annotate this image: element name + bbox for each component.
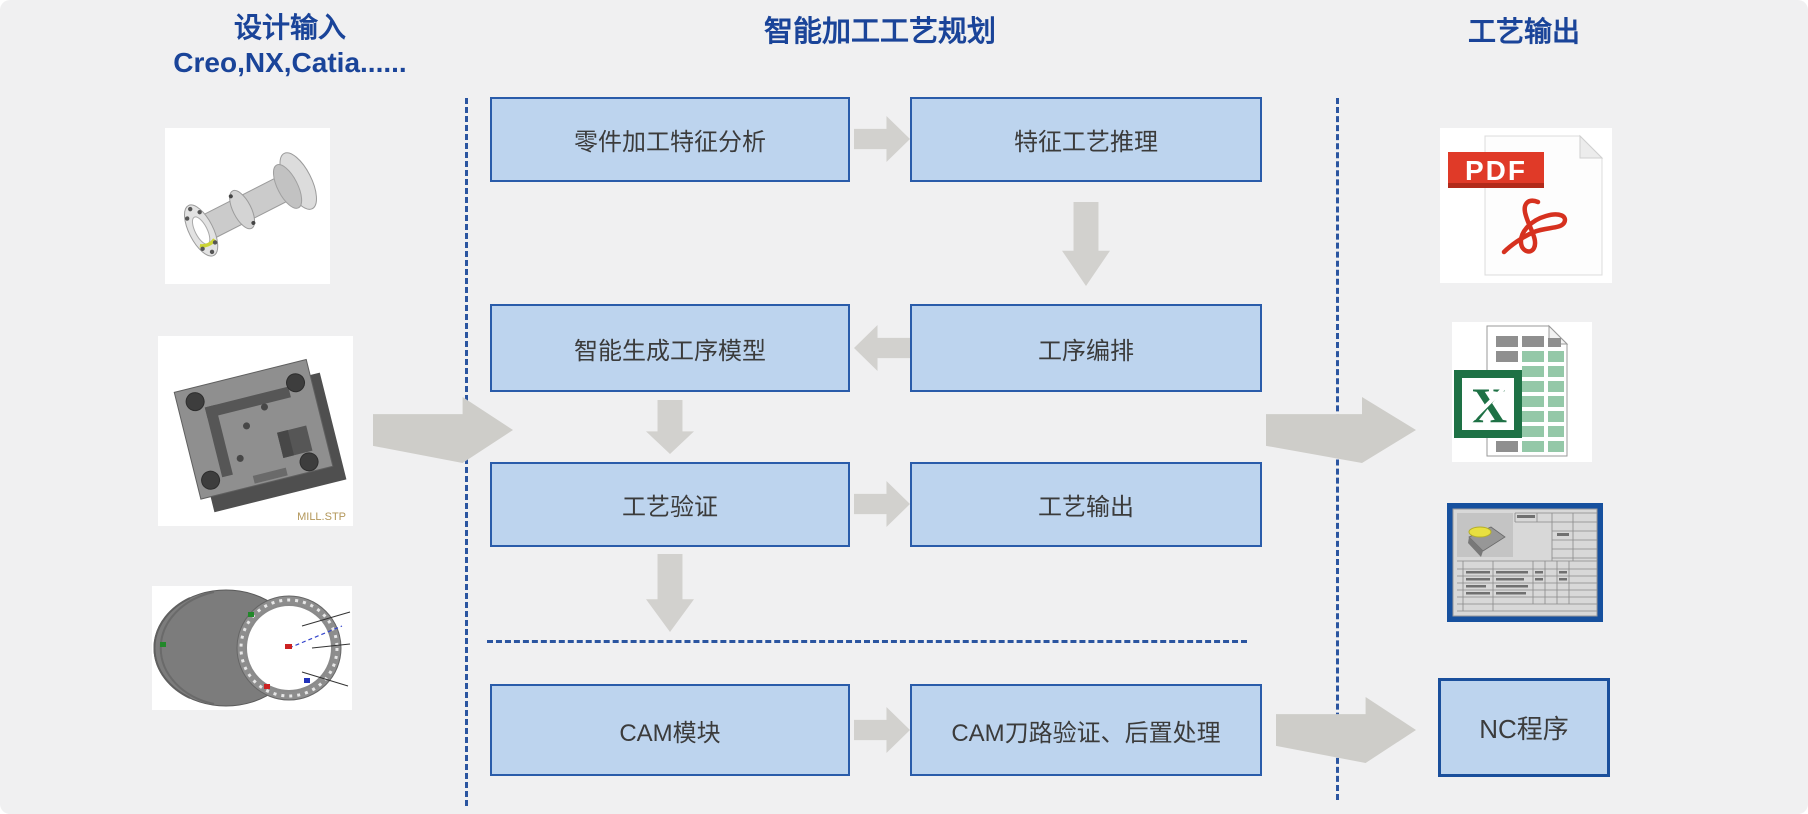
flow-box-label: 智能生成工序模型 [574,337,766,365]
input-to-planning-arrow-icon [373,397,513,463]
casing-3d-model-icon [153,589,351,707]
arrow-down-icon [646,400,694,454]
arrow-right-icon [854,481,910,527]
flow-box-feature-analysis: 零件加工特征分析 [490,97,850,182]
flow-box-label: 工艺输出 [1038,494,1134,521]
excel-icon-graphic: X [1454,324,1569,457]
cam-to-nc-arrow-icon [1276,697,1416,763]
design-tools-subtitle: Creo,NX,Catia...... [173,47,407,78]
stp-filename-caption: MILL.STP [297,511,346,523]
flow-box-label: 工序编排 [1038,337,1134,365]
nc-program-label: NC程序 [1479,714,1569,744]
flow-box-op-sequencing: 工序编排 [910,304,1262,392]
process-card-graphic [1447,503,1603,622]
horizontal-dashed-divider [487,640,1247,643]
planning-to-output-arrow-icon [1266,397,1416,463]
block-3d-model-icon: MILL.STP [173,358,347,523]
arrow-down-icon [1062,202,1110,286]
design-input-title: 设计输入 Creo,NX,Catia...... [110,10,470,80]
flow-box-label: 特征工艺推理 [1014,129,1158,156]
flow-box-label: CAM刀路验证、后置处理 [951,719,1221,747]
flow-box-label: 工艺验证 [622,494,718,521]
process-planning-title: 智能加工工艺规划 [763,16,996,48]
casing-3d-model-image [152,586,352,710]
shaft-3d-model-icon [184,152,317,257]
pdf-label: PDF [1465,155,1527,186]
flow-box-feature-reasoning: 特征工艺推理 [910,97,1262,182]
flow-box-label: CAM模块 [619,719,721,747]
arrow-right-icon [854,707,910,753]
shaft-3d-model-image [165,128,330,284]
flow-box-cam-module: CAM模块 [490,684,850,776]
excel-spreadsheet-icon: X [1452,322,1592,462]
arrow-left-icon [854,325,910,371]
pdf-document-icon: PDF [1440,128,1612,283]
flow-box-cam-toolpath-post: CAM刀路验证、后置处理 [910,684,1262,776]
flow-box-process-output: 工艺输出 [910,462,1262,547]
process-output-title: 工艺输出 [1467,16,1580,47]
flow-box-generate-op-model: 智能生成工序模型 [490,304,850,392]
process-card-thumbnail [1447,503,1603,622]
arrow-down-icon [646,554,694,632]
nc-program-box: NC程序 [1438,678,1610,777]
arrow-right-icon [854,116,910,162]
block-3d-model-image: MILL.STP [158,336,353,526]
pdf-icon-graphic: PDF [1448,134,1604,276]
design-input-title-text: 设计输入 [233,12,346,43]
flow-box-label: 零件加工特征分析 [574,129,766,156]
flow-box-process-verification: 工艺验证 [490,462,850,547]
